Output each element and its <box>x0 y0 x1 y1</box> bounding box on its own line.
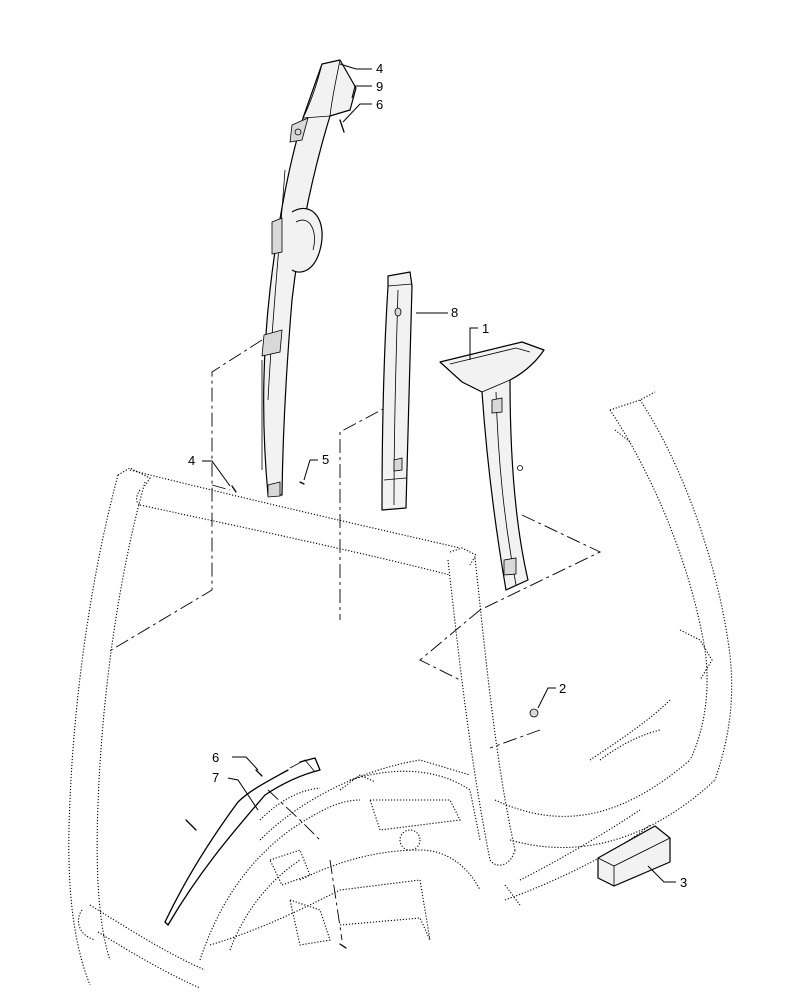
cab-frame <box>68 391 733 989</box>
projection-lines <box>107 339 602 941</box>
callout-2: 2 <box>559 681 566 696</box>
upper-pillar-trim <box>261 59 357 498</box>
callout-7: 7 <box>212 770 219 785</box>
callout-1: 1 <box>482 321 489 336</box>
leader-lines <box>202 63 676 883</box>
fasteners <box>185 119 539 949</box>
callout-4-top: 4 <box>376 61 383 76</box>
callout-8: 8 <box>451 305 458 320</box>
pillar-trim-strip <box>381 271 413 511</box>
callout-3: 3 <box>680 875 687 890</box>
a-pillar-trim <box>439 341 545 591</box>
callout-6-top: 6 <box>376 97 383 112</box>
callout-5: 5 <box>322 452 329 467</box>
callout-9: 9 <box>376 79 383 94</box>
callout-6-bottom: 6 <box>212 750 219 765</box>
callout-4-bottom: 4 <box>188 453 195 468</box>
foam-block <box>597 825 671 887</box>
lower-curved-trim <box>164 757 321 926</box>
callout-labels: 4 9 6 8 1 4 5 2 6 7 3 <box>188 61 687 890</box>
